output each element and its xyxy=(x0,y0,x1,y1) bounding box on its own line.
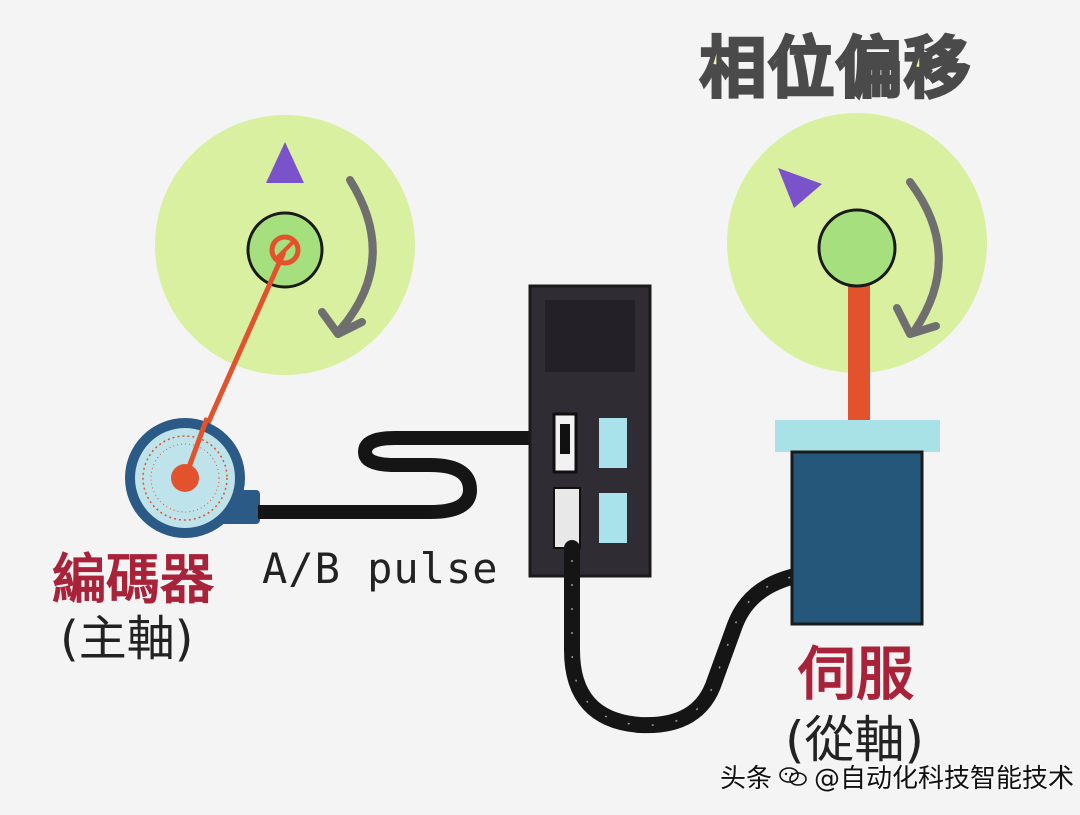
slave-position-pointer xyxy=(778,168,822,208)
master-position-pointer xyxy=(266,142,304,183)
watermark-account: @自动化科技智能技术 xyxy=(814,764,1075,794)
drive-output-port xyxy=(553,487,581,549)
servo-motor xyxy=(775,420,940,626)
pulse-signal-cable xyxy=(258,431,552,519)
pulse-signal-label: A/B pulse xyxy=(262,544,499,593)
servo-drive xyxy=(528,284,652,578)
servo-shaft xyxy=(848,285,870,420)
watermark: 头条 @自动化科技智能技术 xyxy=(720,758,1074,795)
watermark-source: 头条 xyxy=(720,764,773,794)
encoder-label: 編碼器 xyxy=(52,548,214,611)
watermark-logo-icon xyxy=(779,766,807,786)
servo-label: 伺服 xyxy=(798,640,915,708)
master-rotation-disc xyxy=(155,115,415,375)
encoder-role-label: (主軸) xyxy=(60,611,194,667)
slave-hub xyxy=(817,208,897,288)
encoder-device xyxy=(125,417,260,538)
servo-role-label: (從軸) xyxy=(785,711,925,769)
slave-rotation-arrow xyxy=(906,178,943,334)
motor-cable xyxy=(564,540,808,734)
diagram-title: 相位偏移 xyxy=(699,30,972,107)
master-rotation-arrow xyxy=(336,176,377,334)
